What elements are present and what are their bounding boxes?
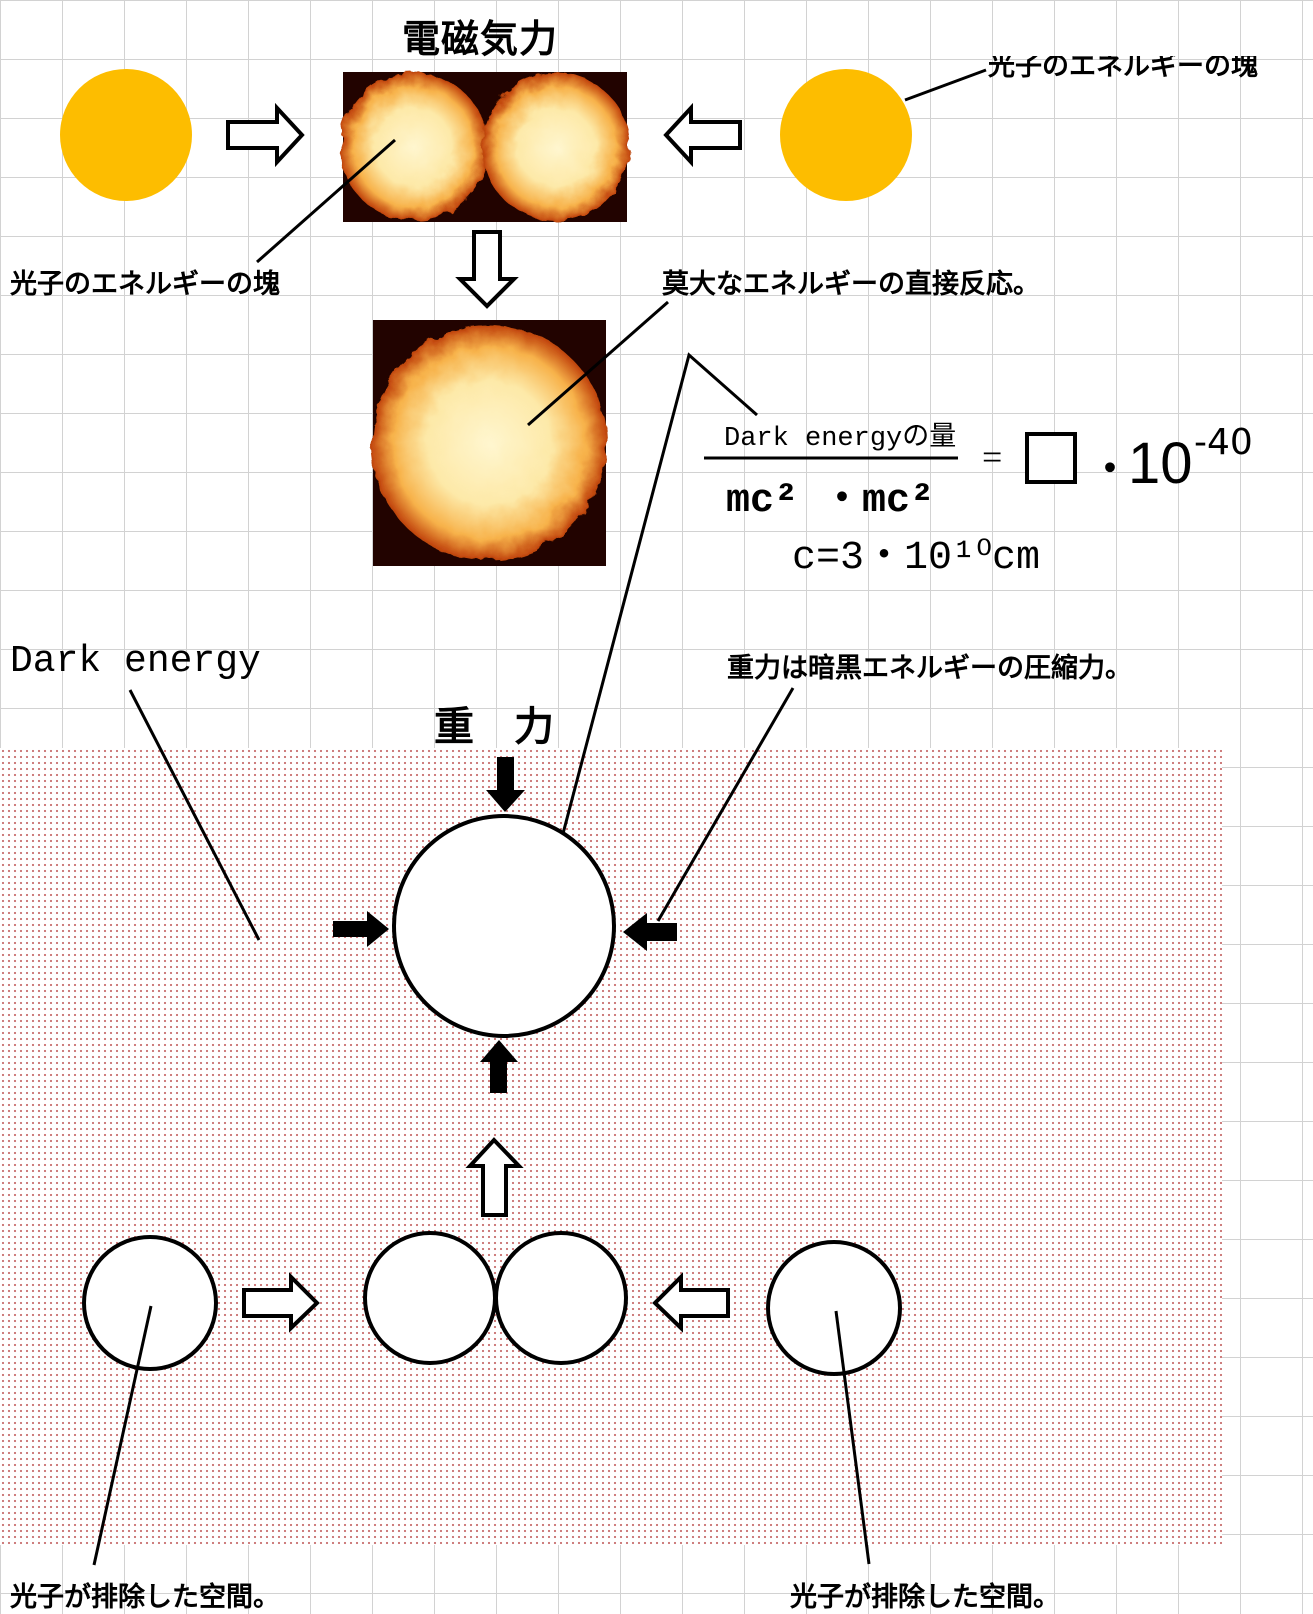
arrow-left-icon	[663, 102, 742, 168]
arrow-right-icon	[226, 102, 305, 168]
callout-line	[92, 1305, 153, 1566]
compress-arrow-left-icon	[623, 913, 677, 951]
photon-circle-right	[766, 1240, 902, 1376]
photon-energy-label-right: 光子のエネルギーの塊	[988, 56, 1258, 81]
answer-box	[1025, 432, 1077, 484]
hollow-arrow-up-icon	[465, 1137, 524, 1217]
gravity-title: 重 力	[434, 704, 554, 750]
photon-circle-merge-right	[494, 1231, 628, 1365]
formula-equals: =	[982, 437, 1003, 477]
arrow-down-icon	[455, 230, 519, 309]
collision-fireballs	[340, 72, 630, 222]
formula-numerator: Dark energyの量	[724, 424, 957, 454]
callout-line	[904, 68, 987, 102]
callout-line	[256, 138, 396, 264]
speed-of-light-note: c=3・10¹⁰cm	[792, 536, 1041, 581]
compress-arrow-down-icon	[486, 757, 525, 812]
hollow-arrow-right-icon	[242, 1272, 320, 1333]
gravity-body-circle	[392, 814, 616, 1038]
photon-circle-merge-left	[363, 1231, 497, 1365]
photon-blob-right	[780, 69, 912, 201]
photon-blob-left	[60, 69, 192, 201]
compress-arrow-right-icon	[333, 911, 389, 947]
photon-energy-label-left: 光子のエネルギーの塊	[10, 269, 280, 300]
excluded-space-label-left: 光子が排除した空間。	[10, 1582, 280, 1613]
callout-line	[128, 689, 261, 941]
compress-arrow-up-icon	[480, 1040, 518, 1093]
formula-base: 10	[1128, 431, 1193, 496]
reaction-label: 莫大なエネルギーの直接反応。	[662, 269, 1040, 300]
excluded-space-label-right: 光子が排除した空間。	[790, 1582, 1060, 1613]
hollow-arrow-left-icon	[652, 1272, 730, 1333]
dark-energy-label: Dark energy	[10, 640, 261, 683]
formula-denominator: mc² ・mc²	[726, 479, 935, 524]
dark-energy-field	[0, 748, 1222, 1545]
callout-line	[548, 352, 758, 884]
formula-exponent: -40	[1194, 422, 1253, 463]
callout-line	[656, 687, 795, 922]
gravity-note: 重力は暗黒エネルギーの圧縮力。	[727, 653, 1132, 684]
photon-circle-left	[82, 1235, 218, 1371]
reaction-fireball	[371, 320, 607, 566]
electromagnetic-force-title: 電磁気力	[402, 17, 559, 61]
callout-line	[834, 1310, 871, 1565]
photon-energy-label-right-clip: 光子のエネルギーの塊	[988, 56, 1300, 81]
callout-line	[527, 300, 669, 427]
formula-dot: ・	[1090, 446, 1130, 491]
